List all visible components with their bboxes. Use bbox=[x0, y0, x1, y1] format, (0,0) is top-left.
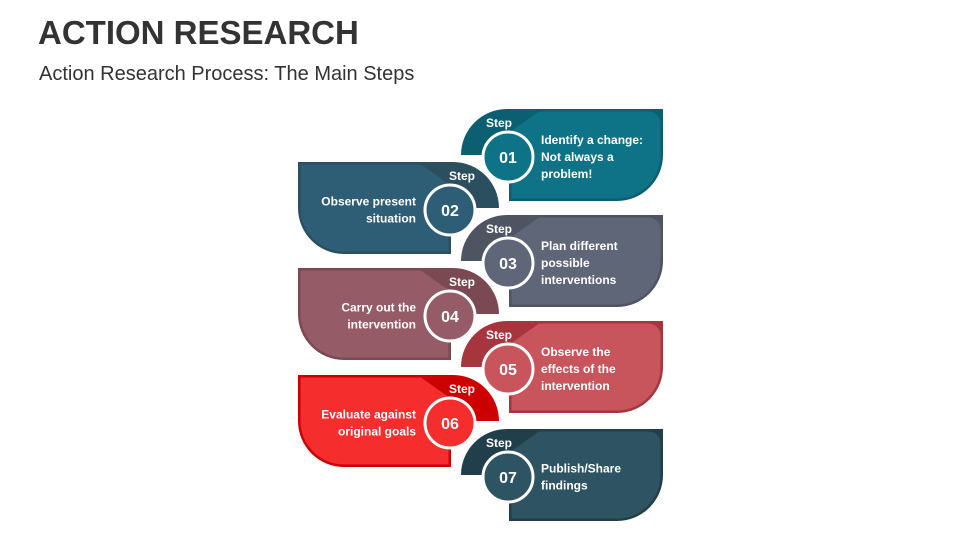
step-02: Step 02 Observe present situation bbox=[298, 162, 499, 254]
step-04: Step 04 Carry out the intervention bbox=[298, 268, 499, 360]
step-number: 07 bbox=[499, 470, 517, 487]
step-description-line: problem! bbox=[541, 167, 592, 181]
step-description-line: original goals bbox=[338, 425, 416, 439]
step-number: 04 bbox=[441, 309, 459, 326]
step-06: Step 06 Evaluate against original goals bbox=[298, 375, 499, 467]
step-description-line: intervention bbox=[347, 318, 416, 332]
step-01: Step 01 Identify a change: Not always a prob… bbox=[461, 109, 663, 201]
step-description-line: effects of the bbox=[541, 362, 616, 376]
step-label: Step bbox=[486, 116, 512, 130]
step-description-line: possible bbox=[541, 256, 590, 270]
step-body-shape bbox=[511, 323, 661, 411]
step-number: 06 bbox=[441, 416, 459, 433]
step-number-circle bbox=[481, 342, 535, 396]
step-number-circle bbox=[481, 130, 535, 184]
step-number-circle bbox=[481, 450, 535, 504]
step-03: Step 03 Plan different possible intervention… bbox=[461, 215, 663, 307]
step-number: 01 bbox=[499, 150, 517, 167]
step-number: 02 bbox=[441, 203, 459, 220]
step-number-circle bbox=[423, 289, 477, 343]
step-05: Step 05 Observe the effects of the intervent… bbox=[461, 321, 663, 413]
step-number: 05 bbox=[499, 362, 517, 379]
step-label: Step bbox=[486, 328, 512, 342]
step-description-line: situation bbox=[366, 212, 416, 226]
step-number: 03 bbox=[499, 256, 517, 273]
step-description-line: Publish/Share bbox=[541, 462, 621, 476]
step-label: Step bbox=[486, 222, 512, 236]
step-description-line: intervention bbox=[541, 379, 610, 393]
step-body-shape bbox=[300, 164, 449, 252]
step-body-shape bbox=[300, 377, 449, 465]
step-description-line: Not always a bbox=[541, 150, 614, 164]
step-label: Step bbox=[449, 275, 475, 289]
slide-title: ACTION RESEARCH bbox=[38, 14, 359, 51]
step-07: Step 07 Publish/Share findings bbox=[461, 429, 663, 521]
step-description-line: findings bbox=[541, 479, 588, 493]
step-description-line: Plan different bbox=[541, 239, 618, 253]
step-label: Step bbox=[486, 436, 512, 450]
step-body-shape bbox=[300, 270, 449, 358]
step-body-shape bbox=[511, 217, 661, 305]
step-number-circle bbox=[423, 183, 477, 237]
step-description-line: Carry out the bbox=[341, 301, 416, 315]
step-number-circle bbox=[423, 396, 477, 450]
step-description-line: Observe present bbox=[321, 195, 416, 209]
step-description-line: Observe the bbox=[541, 345, 611, 359]
step-description-line: interventions bbox=[541, 273, 617, 287]
slide-subtitle: Action Research Process: The Main Steps bbox=[39, 63, 415, 85]
step-description-line: Evaluate against bbox=[321, 408, 416, 422]
step-label: Step bbox=[449, 382, 475, 396]
step-body-shape bbox=[511, 431, 661, 519]
step-body-shape bbox=[511, 111, 661, 199]
step-number-circle bbox=[481, 236, 535, 290]
step-description-line: Identify a change: bbox=[541, 133, 643, 147]
step-label: Step bbox=[449, 169, 475, 183]
